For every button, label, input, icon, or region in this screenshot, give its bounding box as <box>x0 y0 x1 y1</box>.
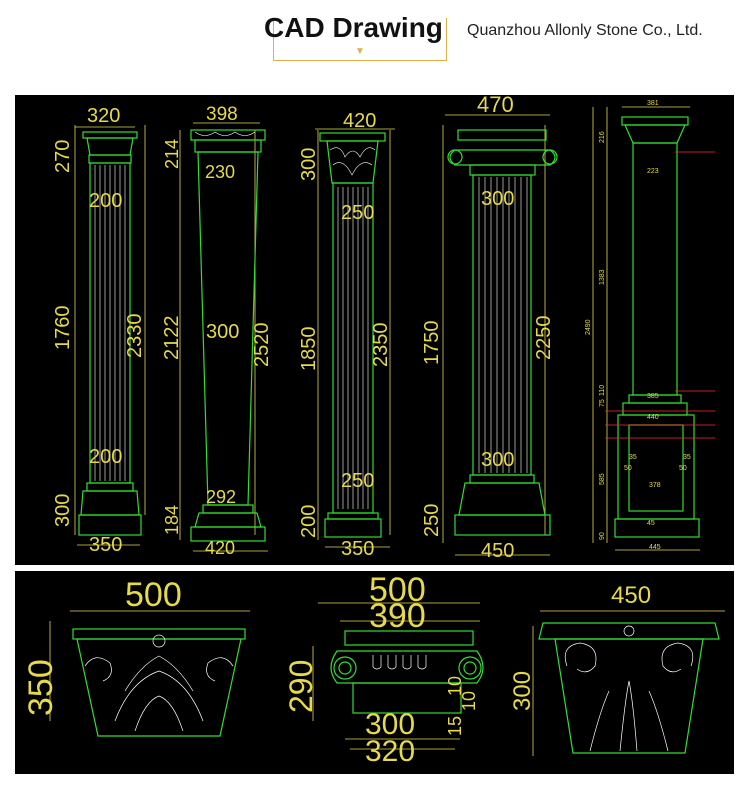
cap2-side-b: 15 <box>445 716 465 736</box>
col1-base-width: 350 <box>89 534 122 556</box>
col4-shaft-height: 1750 <box>421 321 443 366</box>
page-title: CAD Drawing <box>264 12 443 43</box>
col3-total-height: 2350 <box>370 323 392 368</box>
col1-lower-diameter: 200 <box>89 446 122 468</box>
col2-shaft-height: 2122 <box>161 316 183 361</box>
col4-base-height: 250 <box>421 504 443 537</box>
col3-upper-diameter: 250 <box>341 202 374 224</box>
column-drawings-panel: 320 270 200 1760 2330 200 300 350 398 21… <box>15 95 734 565</box>
header: CAD Drawing ▼ Quanzhou Allonly Stone Co.… <box>0 0 750 90</box>
col1-top-width: 320 <box>87 105 120 127</box>
cap2-bottom-width: 300 <box>365 708 415 741</box>
cap2-inner-width: 390 <box>369 597 426 635</box>
col5-upper-diameter: 223 <box>647 168 659 175</box>
cap2-height: 290 <box>283 660 319 713</box>
col2-cap-height: 214 <box>162 139 182 169</box>
col2-top-width: 398 <box>206 104 238 125</box>
capital-drawings-svg: 500 350 500 390 290 300 320 10 15 10 450… <box>22 571 725 768</box>
col1-total-height: 2330 <box>124 314 146 359</box>
col3-base-width: 350 <box>341 538 374 560</box>
col4-lower-diameter: 300 <box>481 449 514 471</box>
col3-base-height: 200 <box>298 505 320 538</box>
col5-shaft-height: 1383 <box>599 269 606 285</box>
col5-total-height: 2490 <box>585 319 592 335</box>
column-5 <box>605 116 715 538</box>
col4-total-height: 2250 <box>533 316 555 361</box>
capital-drawings-panel: 500 350 500 390 290 300 320 10 15 10 450… <box>15 571 734 774</box>
col5-inner-width: 378 <box>649 482 661 489</box>
col5-side-b: 50 <box>679 465 687 472</box>
col5-cap-height: 216 <box>599 131 606 143</box>
cap3-height: 300 <box>509 671 536 711</box>
col2-mid-diameter: 300 <box>206 321 239 343</box>
cap2-width: 500 <box>369 571 426 609</box>
col3-top-width: 420 <box>343 110 376 132</box>
cap2-side-a: 10 <box>445 676 465 696</box>
company-name: Quanzhou Allonly Stone Co., Ltd. <box>467 22 703 39</box>
column-4 <box>447 129 558 536</box>
column-2 <box>190 129 266 542</box>
chevron-down-icon: ▼ <box>355 46 365 57</box>
col2-upper-diameter: 230 <box>205 162 235 182</box>
col1-base-height: 300 <box>52 494 74 527</box>
title-frame <box>273 8 447 61</box>
col2-base-width: 420 <box>205 538 235 558</box>
capital-2 <box>330 630 484 714</box>
column-1 <box>78 131 142 536</box>
col5-h2: 110 <box>599 385 606 396</box>
cap1-height: 350 <box>22 659 60 716</box>
col3-lower-diameter: 250 <box>341 470 374 492</box>
col5-small-a: 35 <box>629 454 637 461</box>
col3-shaft-height: 1850 <box>298 327 320 372</box>
col1-cap-height: 270 <box>52 140 74 173</box>
column-3 <box>319 132 386 538</box>
col5-side-a: 50 <box>624 465 632 472</box>
col5-lower-diameter: 385 <box>647 393 659 400</box>
col5-h1: 75 <box>599 399 606 407</box>
column-drawings-svg: 320 270 200 1760 2330 200 300 350 398 21… <box>52 95 715 562</box>
col2-lower-diameter: 292 <box>206 487 236 507</box>
col5-bottom-mark: 45 <box>647 520 655 527</box>
col2-total-height: 2520 <box>251 323 273 368</box>
col5-base-width: 445 <box>649 544 661 551</box>
col2-base-height: 184 <box>162 505 182 535</box>
cap1-width: 500 <box>125 576 182 614</box>
cap3-width: 450 <box>611 582 651 609</box>
col4-upper-diameter: 300 <box>481 188 514 210</box>
col5-plinth-top: 440 <box>647 414 659 421</box>
col4-base-width: 450 <box>481 540 514 562</box>
col5-top-width: 381 <box>647 100 659 107</box>
col5-bottom-h: 90 <box>599 532 606 540</box>
col1-upper-diameter: 200 <box>89 190 122 212</box>
col3-cap-height: 300 <box>298 148 320 181</box>
col5-base-height: 585 <box>599 473 606 485</box>
col1-shaft-height: 1760 <box>52 306 74 351</box>
col5-small-b: 35 <box>683 454 691 461</box>
cap2-side-c: 10 <box>459 691 479 711</box>
capital-3 <box>538 622 720 754</box>
col4-top-width: 470 <box>477 95 514 117</box>
capital-1 <box>72 628 246 737</box>
cap2-bottom-outer: 320 <box>365 735 415 768</box>
